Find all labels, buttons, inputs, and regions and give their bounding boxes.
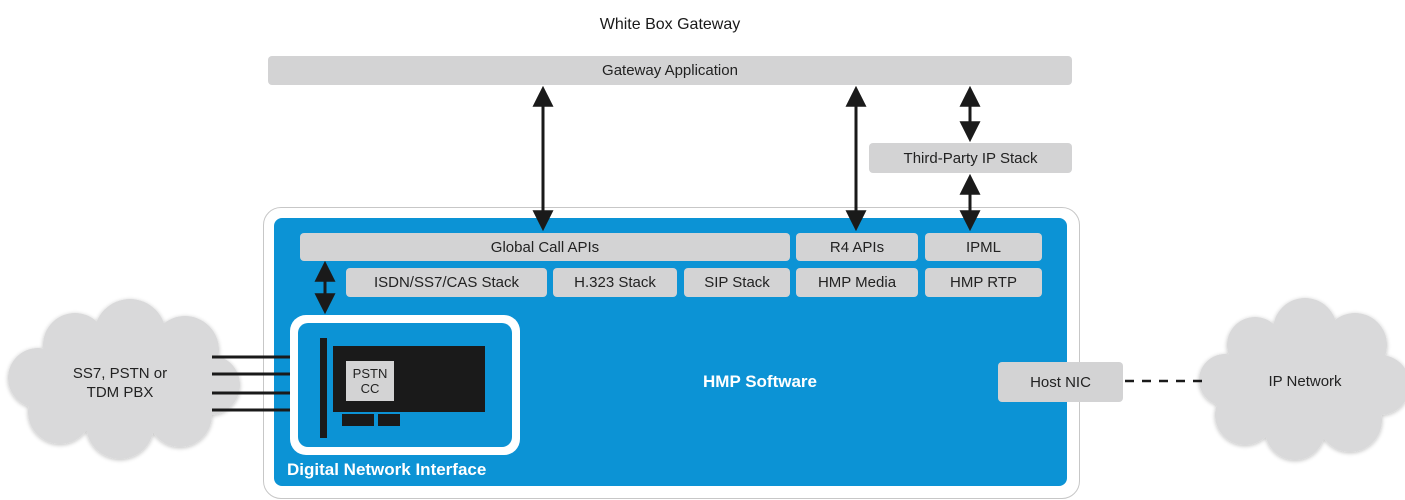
hmp-media-label: HMP Media <box>817 274 897 291</box>
digital-network-interface-label: Digital Network Interface <box>287 460 487 479</box>
gateway-application-box: Gateway Application <box>268 56 1072 85</box>
third-party-ip-stack-box: Third-Party IP Stack <box>869 143 1072 173</box>
third-party-ip-stack-label: Third-Party IP Stack <box>903 149 1038 167</box>
h323-stack-box: H.323 Stack <box>553 268 677 297</box>
isdn-ss7-cas-stack-box: ISDN/SS7/CAS Stack <box>346 268 547 297</box>
isdn-ss7-cas-stack-label: ISDN/SS7/CAS Stack <box>373 274 520 291</box>
h323-stack-label: H.323 Stack <box>574 274 656 291</box>
card-connector-icon <box>342 414 374 426</box>
pstn-cloud-icon <box>8 299 240 459</box>
ipml-label: IPML <box>965 238 1001 256</box>
pstn-cloud-label-line-2: TDM PBX <box>86 384 154 401</box>
pstn-cloud-label: SS7, PSTN or TDM PBX <box>45 364 195 402</box>
sip-stack-box: SIP Stack <box>684 268 790 297</box>
hmp-rtp-label: HMP RTP <box>950 274 1017 291</box>
ip-network-cloud-label: IP Network <box>1268 373 1342 390</box>
global-call-apis-box: Global Call APIs <box>300 233 790 261</box>
pstn-cloud-label-line-1: SS7, PSTN or <box>72 365 168 382</box>
host-nic-box: Host NIC <box>998 362 1123 402</box>
r4-apis-box: R4 APIs <box>796 233 918 261</box>
hmp-rtp-box: HMP RTP <box>925 268 1042 297</box>
diagram-title: White Box Gateway <box>599 16 741 33</box>
sip-stack-label: SIP Stack <box>704 274 770 291</box>
pstn-cc-chip: PSTN CC <box>346 361 394 401</box>
ipml-box: IPML <box>925 233 1042 261</box>
host-nic-label: Host NIC <box>1030 373 1091 391</box>
pstn-cc-line-2: CC <box>360 381 380 396</box>
global-call-apis-label: Global Call APIs <box>490 238 600 256</box>
hmp-media-box: HMP Media <box>796 268 918 297</box>
card-bracket-icon <box>320 338 327 438</box>
card-connector-icon <box>378 414 400 426</box>
pstn-cc-line-1: PSTN <box>352 366 388 381</box>
ip-network-cloud-icon <box>1199 298 1405 460</box>
r4-apis-label: R4 APIs <box>829 238 885 256</box>
hmp-software-label: HMP Software <box>703 372 817 391</box>
trunk-lines <box>212 355 290 412</box>
gateway-application-label: Gateway Application <box>602 62 738 79</box>
